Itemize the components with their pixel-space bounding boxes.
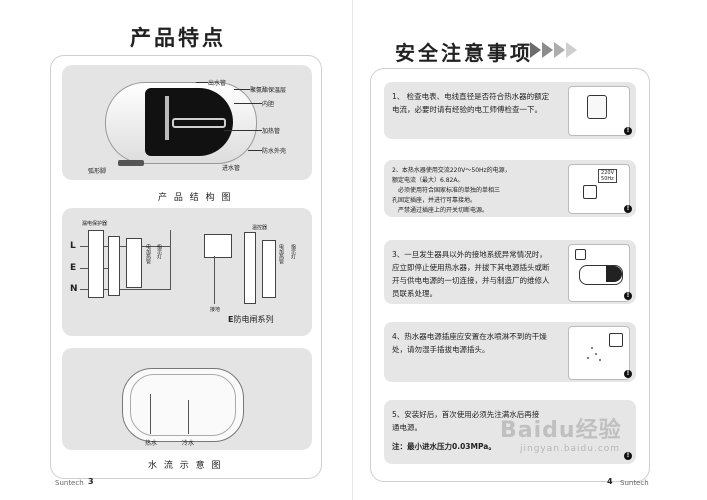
safety-item-text: 3、一旦发生器具以外的接地系统异常情况时，应立即停止使用热水器，并拔下其电源插头… [392, 250, 550, 298]
warning-icon: ! [624, 370, 632, 378]
safety-item-2: 2、本热水器使用交流220V～50Hz的电源， 额定电流（最大）6.82A。 必… [384, 160, 636, 217]
warning-icon: ! [624, 205, 632, 213]
label-heater-right: 电加热管 [278, 244, 284, 264]
label-heater-circuit: 电加热管 [145, 244, 151, 264]
page-number-left: 3 [88, 477, 94, 486]
label-shell: 防水外壳 [262, 148, 287, 155]
line-L-label: L [70, 241, 76, 251]
wire-vertical [170, 230, 171, 290]
meter-icon [587, 95, 607, 119]
flow-caption: 水 流 示 意 图 [148, 461, 223, 471]
footer-brand-right: Suntech [620, 479, 649, 487]
label-hot-water: 热水 [145, 440, 158, 447]
circuit-caption: E防电闸系列 [228, 315, 274, 324]
heater-resistor-box [126, 238, 142, 288]
spray-icon [587, 357, 589, 359]
line-E-label: E [70, 263, 77, 273]
unplug-illustration [568, 244, 630, 302]
page-number-right: 4 [607, 477, 613, 486]
safety-item-5: 5、安装好后，首次使用必须先注满水后再接通电源。 注：最小进水压力0.03MPa… [384, 400, 636, 464]
arrow-decoration [530, 42, 577, 58]
heater-inner-tank [145, 88, 233, 156]
label-indicator: 指示灯 [156, 244, 162, 259]
page-title-safety: 安全注意事项 [395, 41, 533, 65]
leader-line [224, 130, 262, 131]
wire-L [80, 246, 170, 247]
safety-item-1: 1、 检查电表、电线直径是否符合热水器的额定电流，必要时请有经验的电工师傅检查一… [384, 82, 636, 139]
warning-icon: ! [624, 452, 632, 460]
safety-item-text: 5、安装好后，首次使用必须先注满水后再接通电源。 [392, 410, 540, 432]
spray-icon [591, 347, 593, 349]
leakage-protector-box [88, 230, 104, 298]
left-page-frame [50, 55, 322, 479]
safety-item-text: 4、热水器电源插座应安置在水喷淋不到的干燥处，请勿湿手插拔电源插头。 [392, 332, 547, 354]
structure-caption: 产 品 结 构 图 [158, 193, 233, 203]
socket-icon [575, 249, 586, 260]
socket-icon [609, 333, 623, 347]
spray-icon [595, 353, 597, 355]
footer-brand-left: Suntech [55, 479, 84, 487]
label-indicator-right: 指示灯 [290, 244, 296, 259]
watermark-logo: Baidu经验 [500, 418, 622, 443]
heater-box-right [244, 232, 256, 304]
indicator-box-right [262, 240, 276, 298]
page-spine [352, 0, 353, 500]
electric-meter-illustration [568, 86, 630, 136]
label-inner-tank: 内胆 [262, 101, 275, 108]
anode-rod [165, 96, 169, 140]
right-page-frame [370, 68, 650, 482]
label-ground: 接地 [210, 307, 221, 313]
label-bracket: 弧形脚 [88, 168, 107, 175]
label-outlet: 出水管 [208, 80, 227, 87]
warning-icon: ! [624, 292, 632, 300]
leader-line [234, 89, 250, 90]
label-cold-water: 冷水 [182, 440, 195, 447]
spray-icon [599, 359, 601, 361]
wire-ground [214, 256, 215, 304]
hot-pipe [150, 394, 151, 434]
heating-element [172, 118, 226, 128]
shower-illustration [568, 326, 630, 380]
safety-item-text: 2、本热水器使用交流220V～50Hz的电源， 额定电流（最大）6.82A。 必… [392, 167, 511, 214]
safety-item-text: 1、 检查电表、电线直径是否符合热水器的额定电流，必要时请有经验的电工师傅检查一… [392, 92, 550, 114]
safety-item-note: 注：最小进水压力0.03MPa。 [392, 442, 496, 451]
cold-pipe [188, 400, 189, 434]
watermark-url: jingyan.baidu.com [520, 444, 621, 454]
leader-line [248, 150, 262, 151]
flow-inner [130, 374, 236, 436]
switch-box [108, 236, 120, 296]
socket-icon [583, 185, 597, 199]
label-insulation: 聚氨酯保温层 [250, 87, 287, 94]
bracket-feet [118, 160, 144, 166]
heater-icon [579, 265, 623, 285]
safety-item-4: 4、热水器电源插座应安置在水喷淋不到的干燥处，请勿湿手插拔电源插头。 ! [384, 322, 636, 382]
thermostat-box [204, 234, 232, 258]
wire-N [80, 289, 170, 290]
warning-icon: ! [624, 127, 632, 135]
safety-item-3: 3、一旦发生器具以外的接地系统异常情况时，应立即停止使用热水器，并拔下其电源插头… [384, 240, 636, 304]
label-leakage-protector: 漏电保护器 [82, 221, 108, 227]
page-title-features: 产品特点 [130, 26, 226, 50]
leader-line [196, 82, 208, 83]
label-heating-tube: 加热管 [262, 128, 281, 135]
leader-line [234, 103, 262, 104]
label-thermostat: 温控器 [252, 225, 268, 231]
line-N-label: N [70, 284, 78, 294]
label-inlet: 进水管 [222, 165, 241, 172]
